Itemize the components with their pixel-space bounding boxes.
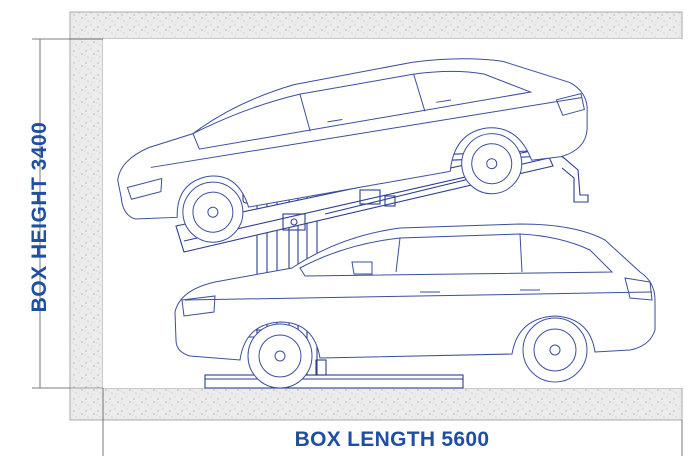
lift-base-plate [204,374,464,389]
upper-car-front-wheel [182,181,244,243]
dimension-lines [32,38,683,456]
lower-car-front-wheel [247,323,313,389]
floor-slab [69,387,683,421]
ceiling-slab [69,11,683,40]
lower-car [174,223,656,389]
box-length-label: BOX LENGTH 5600 [294,428,490,451]
upper-car-body [117,58,588,220]
lower-car-rear-wheel [522,317,588,383]
upper-car [117,58,588,243]
box-height-label: BOX HEIGHT 3400 [28,121,51,313]
left-wall [69,38,104,389]
lower-car-body [174,223,656,361]
upper-car-rear-wheel [461,133,523,195]
